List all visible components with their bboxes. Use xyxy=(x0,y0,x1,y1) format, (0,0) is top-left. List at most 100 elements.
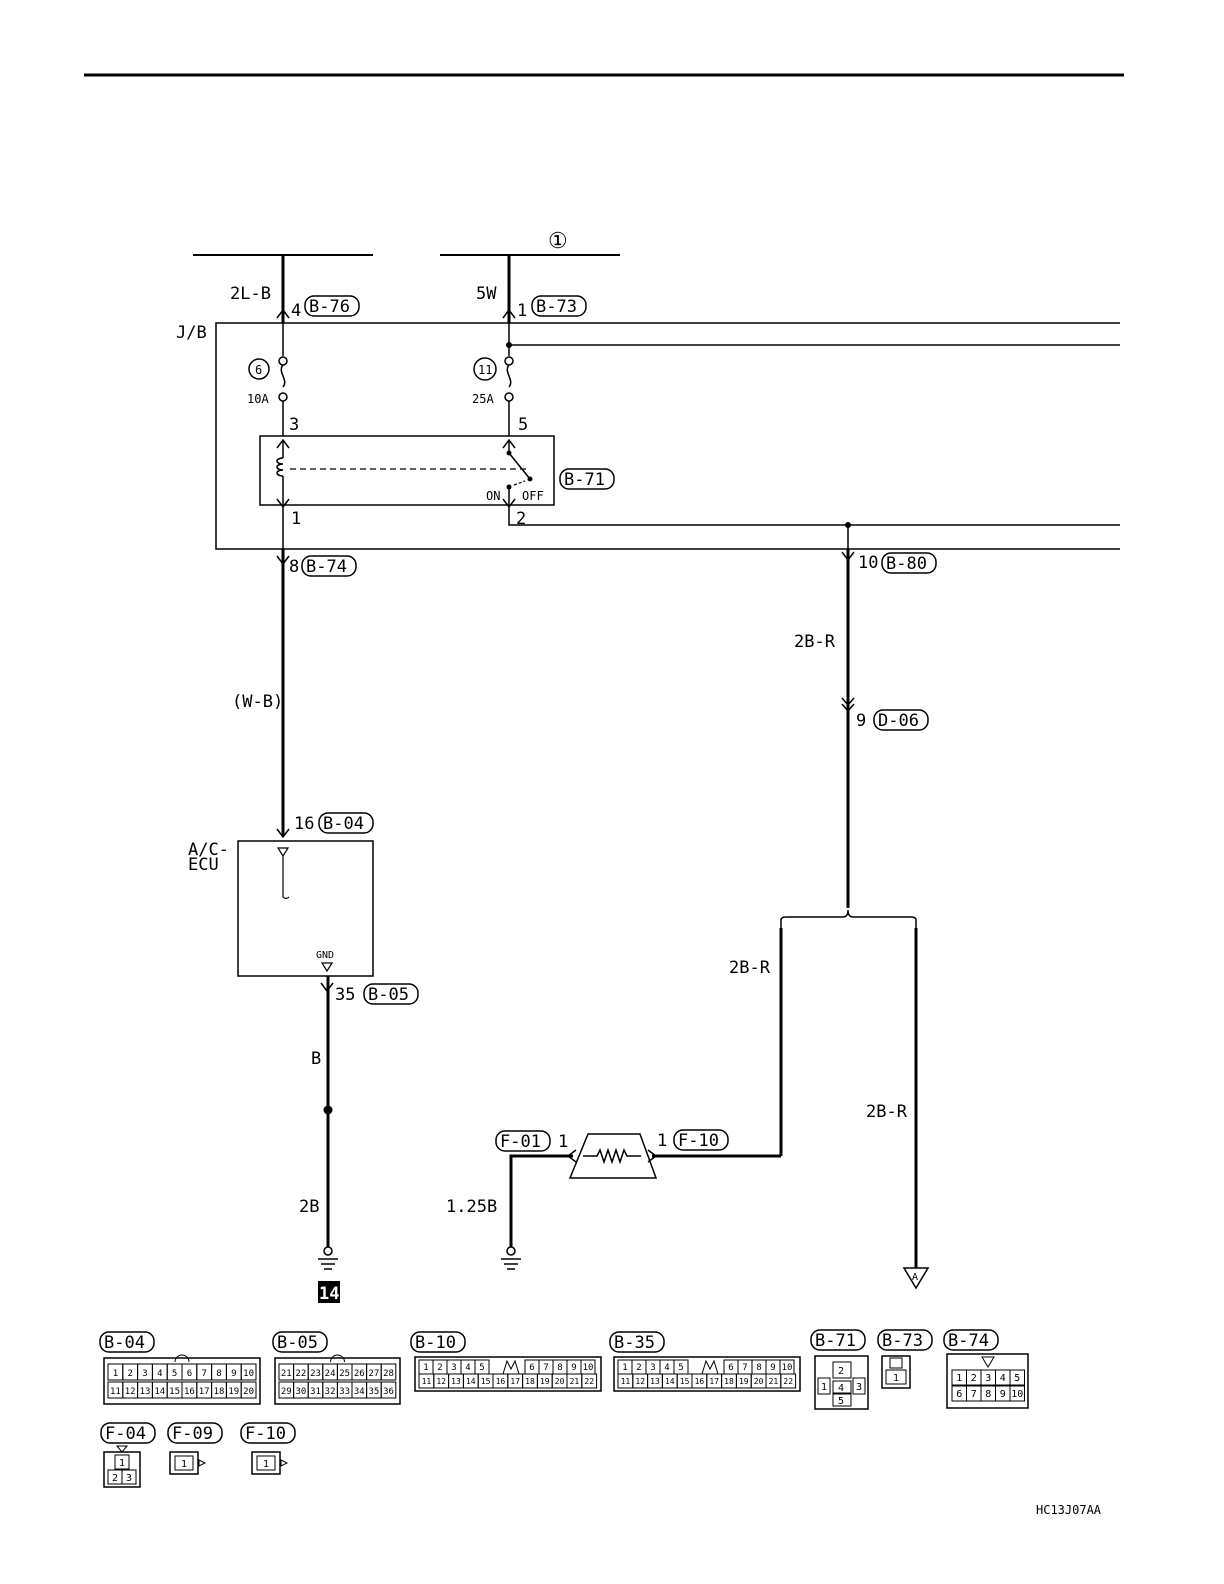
legend-b74-pin xyxy=(1009,1385,1025,1402)
legend-tag xyxy=(810,1329,866,1351)
legend-b10-pin-9: 9 xyxy=(571,1363,576,1373)
connector-d06-tag xyxy=(873,709,929,731)
legend-b05-pin-30: 30 xyxy=(295,1387,306,1397)
relay-on-label: ON xyxy=(486,489,500,503)
resistor-zigzag xyxy=(583,1147,641,1165)
legend-b35-pin-20: 20 xyxy=(754,1377,764,1386)
legend-b74-pin-8: 8 xyxy=(985,1389,991,1400)
ecu-input-line xyxy=(282,856,290,900)
ecu-gnd-label: GND xyxy=(316,950,334,961)
fuse-left-rating: 10A xyxy=(247,392,269,406)
legend-tag xyxy=(99,1331,155,1353)
legend-b71-pin-3: 3 xyxy=(856,1382,862,1393)
pin-relay-3: 3 xyxy=(289,415,299,435)
legend-b04-pin-9: 9 xyxy=(231,1369,236,1379)
pin-relay-2: 2 xyxy=(516,509,526,529)
legend-b10-pin-8: 8 xyxy=(557,1363,562,1373)
wire-label-2b-r: 2B-R xyxy=(794,632,836,652)
legend-b74-shell xyxy=(946,1353,1029,1409)
legend-f10-latch xyxy=(280,1459,289,1467)
fuse-left-terminal xyxy=(278,392,288,402)
legend-b35-pin-17: 17 xyxy=(709,1377,719,1386)
branch-brace xyxy=(780,909,917,928)
legend-b35-pin-3: 3 xyxy=(650,1363,655,1373)
connector-b73-tag xyxy=(531,295,587,317)
ecu-gnd-icon xyxy=(320,962,334,973)
legend-b71-pin xyxy=(832,1393,852,1407)
legend-f10-shell xyxy=(251,1451,281,1475)
legend-b05-pin-25: 25 xyxy=(339,1369,350,1379)
legend-b10-pin-5: 5 xyxy=(479,1363,484,1373)
legend-b10-pin-18: 18 xyxy=(525,1377,535,1386)
legend-b35-pin-12: 12 xyxy=(635,1377,645,1386)
legend-b10-pin xyxy=(581,1373,598,1389)
ground-point-badge xyxy=(318,1281,340,1303)
connector-b04-label: B-04 xyxy=(323,814,364,834)
legend-b71-pin-2: 2 xyxy=(838,1366,844,1377)
legend-b10-pin-3: 3 xyxy=(451,1363,456,1373)
legend-b04-pin-19: 19 xyxy=(228,1387,239,1397)
legend-b10-pin-10: 10 xyxy=(583,1363,594,1373)
legend-b10-pin-13: 13 xyxy=(451,1377,461,1386)
legend-b71-shell xyxy=(814,1355,869,1410)
relay-contact-gap xyxy=(513,480,526,486)
legend-b35-pin-15: 15 xyxy=(680,1377,690,1386)
legend-b04-pin xyxy=(240,1381,257,1399)
legend-b35-pin-19: 19 xyxy=(739,1377,749,1386)
connector-b80-tag xyxy=(881,552,937,574)
legend-f10-pin-1: 1 xyxy=(263,1459,269,1470)
connector-f10-label: F-10 xyxy=(678,1131,719,1151)
fuse-right-number: 11 xyxy=(478,363,492,377)
legend-b04-pin xyxy=(240,1363,257,1381)
legend-b10-pin-7: 7 xyxy=(543,1363,548,1373)
pin-f10: 1 xyxy=(657,1131,667,1151)
legend-b04-pin-6: 6 xyxy=(187,1369,192,1379)
legend-b05-pin xyxy=(380,1363,397,1381)
legend-b35-pin xyxy=(780,1373,797,1389)
fuse-right-rating: 25A xyxy=(472,392,494,406)
arrow-a xyxy=(902,1267,930,1290)
legend-b04-pin-7: 7 xyxy=(201,1369,206,1379)
junction-block-label: J/B xyxy=(176,323,207,343)
legend-b04-pin-8: 8 xyxy=(216,1369,221,1379)
legend-b35-pin-21: 21 xyxy=(769,1377,779,1386)
ground-icon xyxy=(318,1258,338,1270)
wire-label-2l-b: 2L-B xyxy=(230,284,271,304)
connector-b04-tag xyxy=(318,812,374,834)
pin-b80: 10 xyxy=(858,553,878,573)
legend-b04-pin-18: 18 xyxy=(214,1387,225,1397)
legend-b74-pin-3: 3 xyxy=(985,1373,991,1384)
fuse-right-symbol xyxy=(506,364,512,388)
relay-coil xyxy=(276,457,284,505)
pin-b73: 1 xyxy=(517,301,527,321)
legend-b05-label: B-05 xyxy=(277,1333,318,1353)
relay-off-label: OFF xyxy=(522,489,544,503)
legend-b35-shell xyxy=(613,1356,801,1392)
legend-b35-pin-5: 5 xyxy=(678,1363,683,1373)
wire-label-branch-right: 2B-R xyxy=(866,1102,908,1122)
legend-b05-latch xyxy=(330,1354,345,1363)
legend-b35-pin-2: 2 xyxy=(636,1363,641,1373)
arrow-a-label: A xyxy=(912,1272,918,1283)
fuse-right-number-circle xyxy=(473,357,497,381)
legend-b05-pin-35: 35 xyxy=(368,1387,379,1397)
legend-b74-key-icon xyxy=(981,1356,995,1368)
connector-f01-label: F-01 xyxy=(500,1132,541,1152)
legend-f04-key-icon xyxy=(115,1445,129,1453)
legend-b05-pin-33: 33 xyxy=(339,1387,350,1397)
legend-b35-pin-11: 11 xyxy=(621,1377,631,1386)
ground-icon xyxy=(501,1258,521,1270)
pin-b76: 4 xyxy=(291,301,301,321)
legend-b10-pin-12: 12 xyxy=(436,1377,446,1386)
ecu-name-line1: A/C- xyxy=(188,840,229,860)
legend-b10-pin-15: 15 xyxy=(481,1377,491,1386)
fuse-left-symbol xyxy=(280,364,286,388)
legend-b10-pin-1: 1 xyxy=(423,1363,428,1373)
legend-b10-pin-17: 17 xyxy=(510,1377,520,1386)
legend-f04-pin-1: 1 xyxy=(119,1458,125,1469)
